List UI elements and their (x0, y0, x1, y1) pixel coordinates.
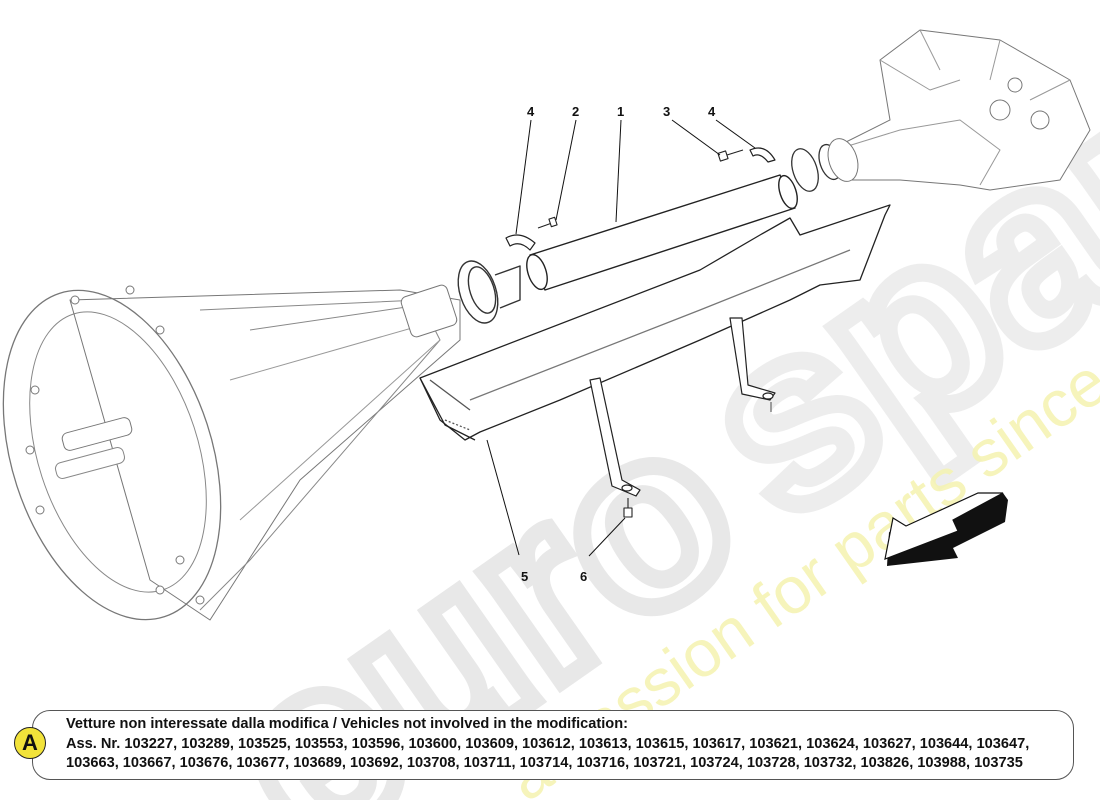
callout-2: 2 (572, 104, 580, 119)
leader-lines (486, 119, 756, 557)
notice-text: Vetture non interessate dalla modifica /… (66, 715, 1086, 774)
front-flexible-joint (457, 260, 521, 324)
gearbox-bell-housing (2, 284, 461, 621)
callout-3: 3 (663, 104, 671, 119)
propeller-shaft (526, 174, 798, 291)
bolt-3 (717, 149, 744, 162)
notice-line-1: Vetture non interessate dalla modifica /… (66, 716, 628, 732)
clamp-half-right (749, 147, 776, 163)
notice-badge: A (14, 727, 46, 759)
callout-6: 6 (580, 569, 588, 584)
support-bracket-front (589, 377, 641, 497)
notice-box (32, 710, 1074, 780)
support-bracket-rear (729, 317, 776, 412)
bolt-6 (623, 498, 633, 518)
notice-line-3: 103663, 103667, 103676, 103677, 103689, … (66, 755, 1023, 771)
callout-4-left: 4 (527, 104, 535, 119)
notice-line-2: Ass. Nr. 103227, 103289, 103525, 103553,… (66, 735, 1030, 752)
bolt-2 (537, 216, 558, 229)
callout-4-right: 4 (708, 104, 716, 119)
callout-5: 5 (521, 569, 529, 584)
rear-transaxle (827, 29, 1091, 191)
clamp-half-left (505, 234, 536, 251)
front-direction-arrow (884, 492, 1008, 566)
heat-shield-cover (419, 204, 891, 441)
callout-1: 1 (617, 104, 625, 119)
